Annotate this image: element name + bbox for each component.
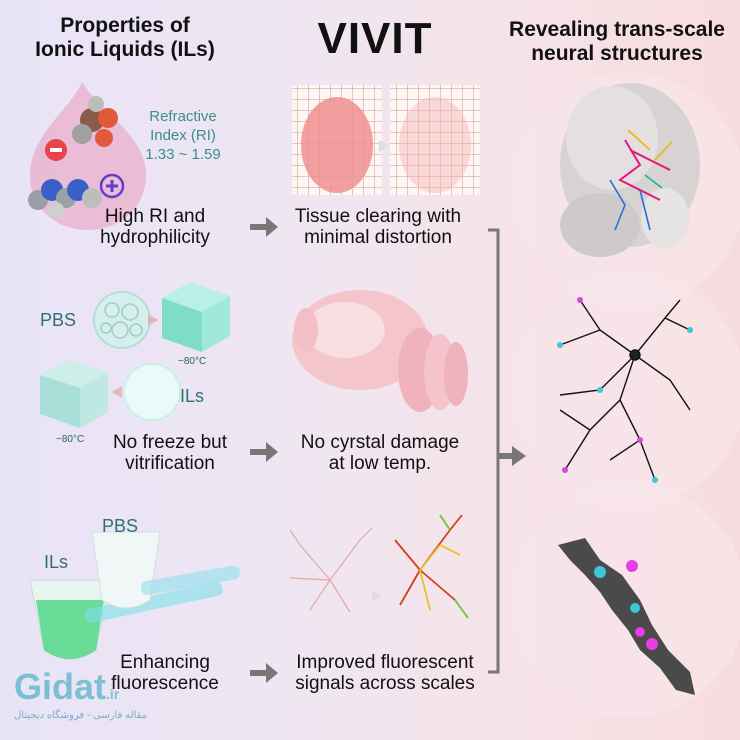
watermark-suffix: .ir xyxy=(106,686,120,702)
watermark-subtitle: مقاله فارسی - فروشگاه دیجیتال xyxy=(14,710,148,721)
tube-label-ils: ILs xyxy=(44,552,69,572)
opaque-brain-icon xyxy=(301,97,373,193)
plus-icon xyxy=(99,173,125,199)
pbs-tube-icon xyxy=(91,531,240,609)
tube-label-pbs: PBS xyxy=(102,516,139,536)
temperature-label-ice: −80°C xyxy=(178,356,207,367)
step-arrow-icon xyxy=(148,314,158,326)
dendrite-magenta-spots-icon xyxy=(626,560,658,650)
arrow-icon xyxy=(250,217,278,237)
dendrite-cyan-spots-icon xyxy=(594,566,640,613)
arrow-icon xyxy=(250,442,278,462)
whole-brain-icon xyxy=(560,83,700,257)
step-arrow-icon xyxy=(372,590,382,602)
ils-droplet-icon xyxy=(123,363,181,421)
dim-neuron-icon xyxy=(289,527,373,613)
pbs-label: PBS xyxy=(40,310,77,330)
spine-markers-icon xyxy=(557,327,693,483)
minus-icon xyxy=(45,139,67,161)
row3-effect-text: Improved fluorescent signals across scal… xyxy=(295,652,475,695)
right-column-title: Revealing trans-scale neural structures xyxy=(509,18,725,65)
anion-molecule-icon xyxy=(72,96,118,147)
watermark-logo: Gidat.ir xyxy=(14,666,119,708)
frozen-brain-icon xyxy=(292,290,468,412)
bracket-icon xyxy=(488,228,500,674)
glass-cube-icon xyxy=(40,360,108,428)
arrow-icon xyxy=(498,446,526,466)
arrow-icon xyxy=(250,663,278,683)
center-column-title: VIVIT xyxy=(317,14,433,63)
ils-tube-icon xyxy=(29,579,223,660)
bright-neuron-icon xyxy=(394,514,469,619)
step-arrow-icon xyxy=(379,140,389,152)
neuron-morphology-icon xyxy=(559,299,691,481)
row1-effect-text: Tissue clearing with minimal distortion xyxy=(294,206,462,249)
ice-cube-icon xyxy=(162,282,230,352)
ils-label: ILs xyxy=(180,386,205,406)
cation-molecule-icon xyxy=(28,179,102,218)
watermark-brand: Gidat xyxy=(14,666,107,707)
temperature-label-glass: −80°C xyxy=(56,434,85,445)
row2-effect-text: No cyrstal damage at low temp. xyxy=(300,432,460,475)
dendrite-segment-icon xyxy=(558,538,695,695)
step-arrow-icon xyxy=(112,386,122,398)
cleared-brain-icon xyxy=(399,97,471,193)
row1-property-text: High RI and hydrophilicity xyxy=(100,206,210,249)
row3-property-text: Enhancing fluorescence xyxy=(111,652,219,695)
synapse-markers-icon xyxy=(562,297,643,473)
refractive-index-label: Refractive Index (RI) 1.33 ~ 1.59 xyxy=(145,108,221,163)
left-column-title: Properties of Ionic Liquids (ILs) xyxy=(35,14,215,61)
row2-property-text: No freeze but vitrification xyxy=(112,432,228,475)
